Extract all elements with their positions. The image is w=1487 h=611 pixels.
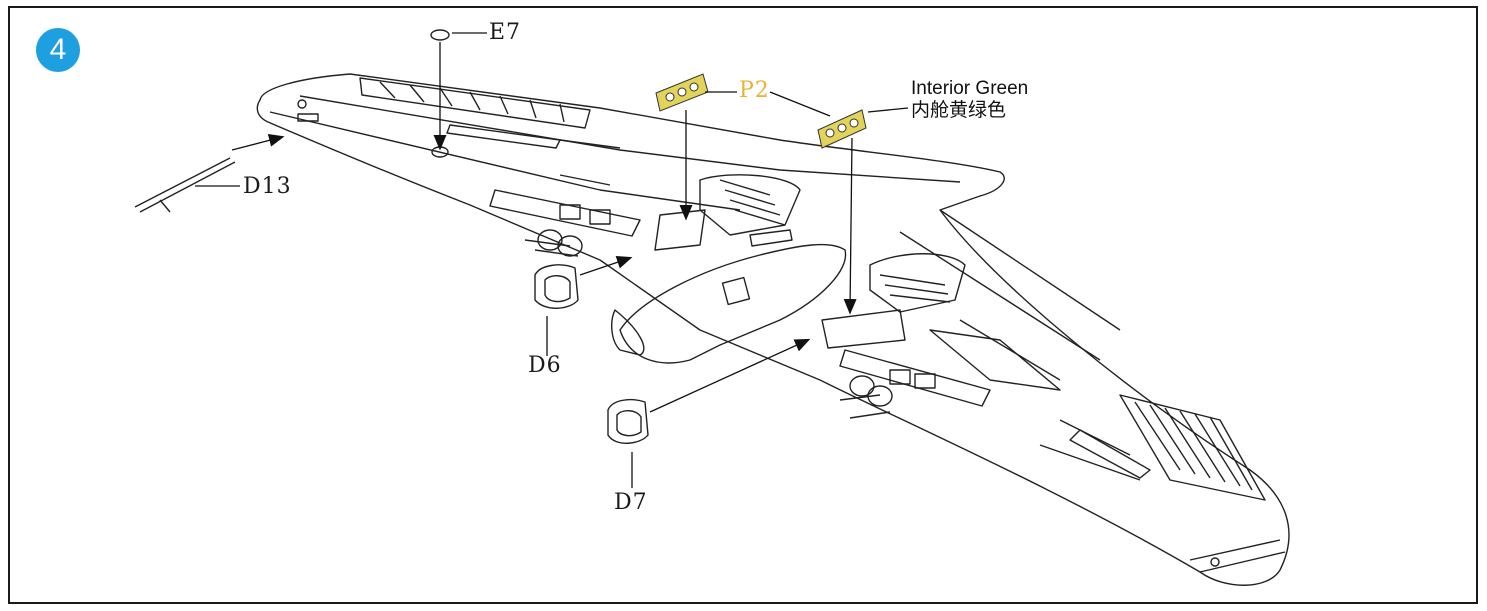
part-label-d7: D7 (614, 490, 648, 515)
part-label-e7: E7 (489, 20, 522, 45)
step-number-badge: 4 (36, 28, 80, 72)
paint-name-chinese: 内舱黄绿色 (911, 100, 1007, 121)
part-label-d13: D13 (243, 174, 292, 199)
paint-name-english: Interior Green (911, 78, 1029, 99)
part-label-p2: P2 (739, 78, 770, 103)
photoetch-p2-part-right (817, 109, 867, 149)
wing-outline (256, 73, 1290, 586)
paint-callout: Interior Green 内舱黄绿色 (911, 78, 1028, 122)
instruction-frame (8, 6, 1478, 604)
part-label-d6: D6 (528, 353, 562, 378)
photoetch-p2-part-left (655, 73, 709, 112)
